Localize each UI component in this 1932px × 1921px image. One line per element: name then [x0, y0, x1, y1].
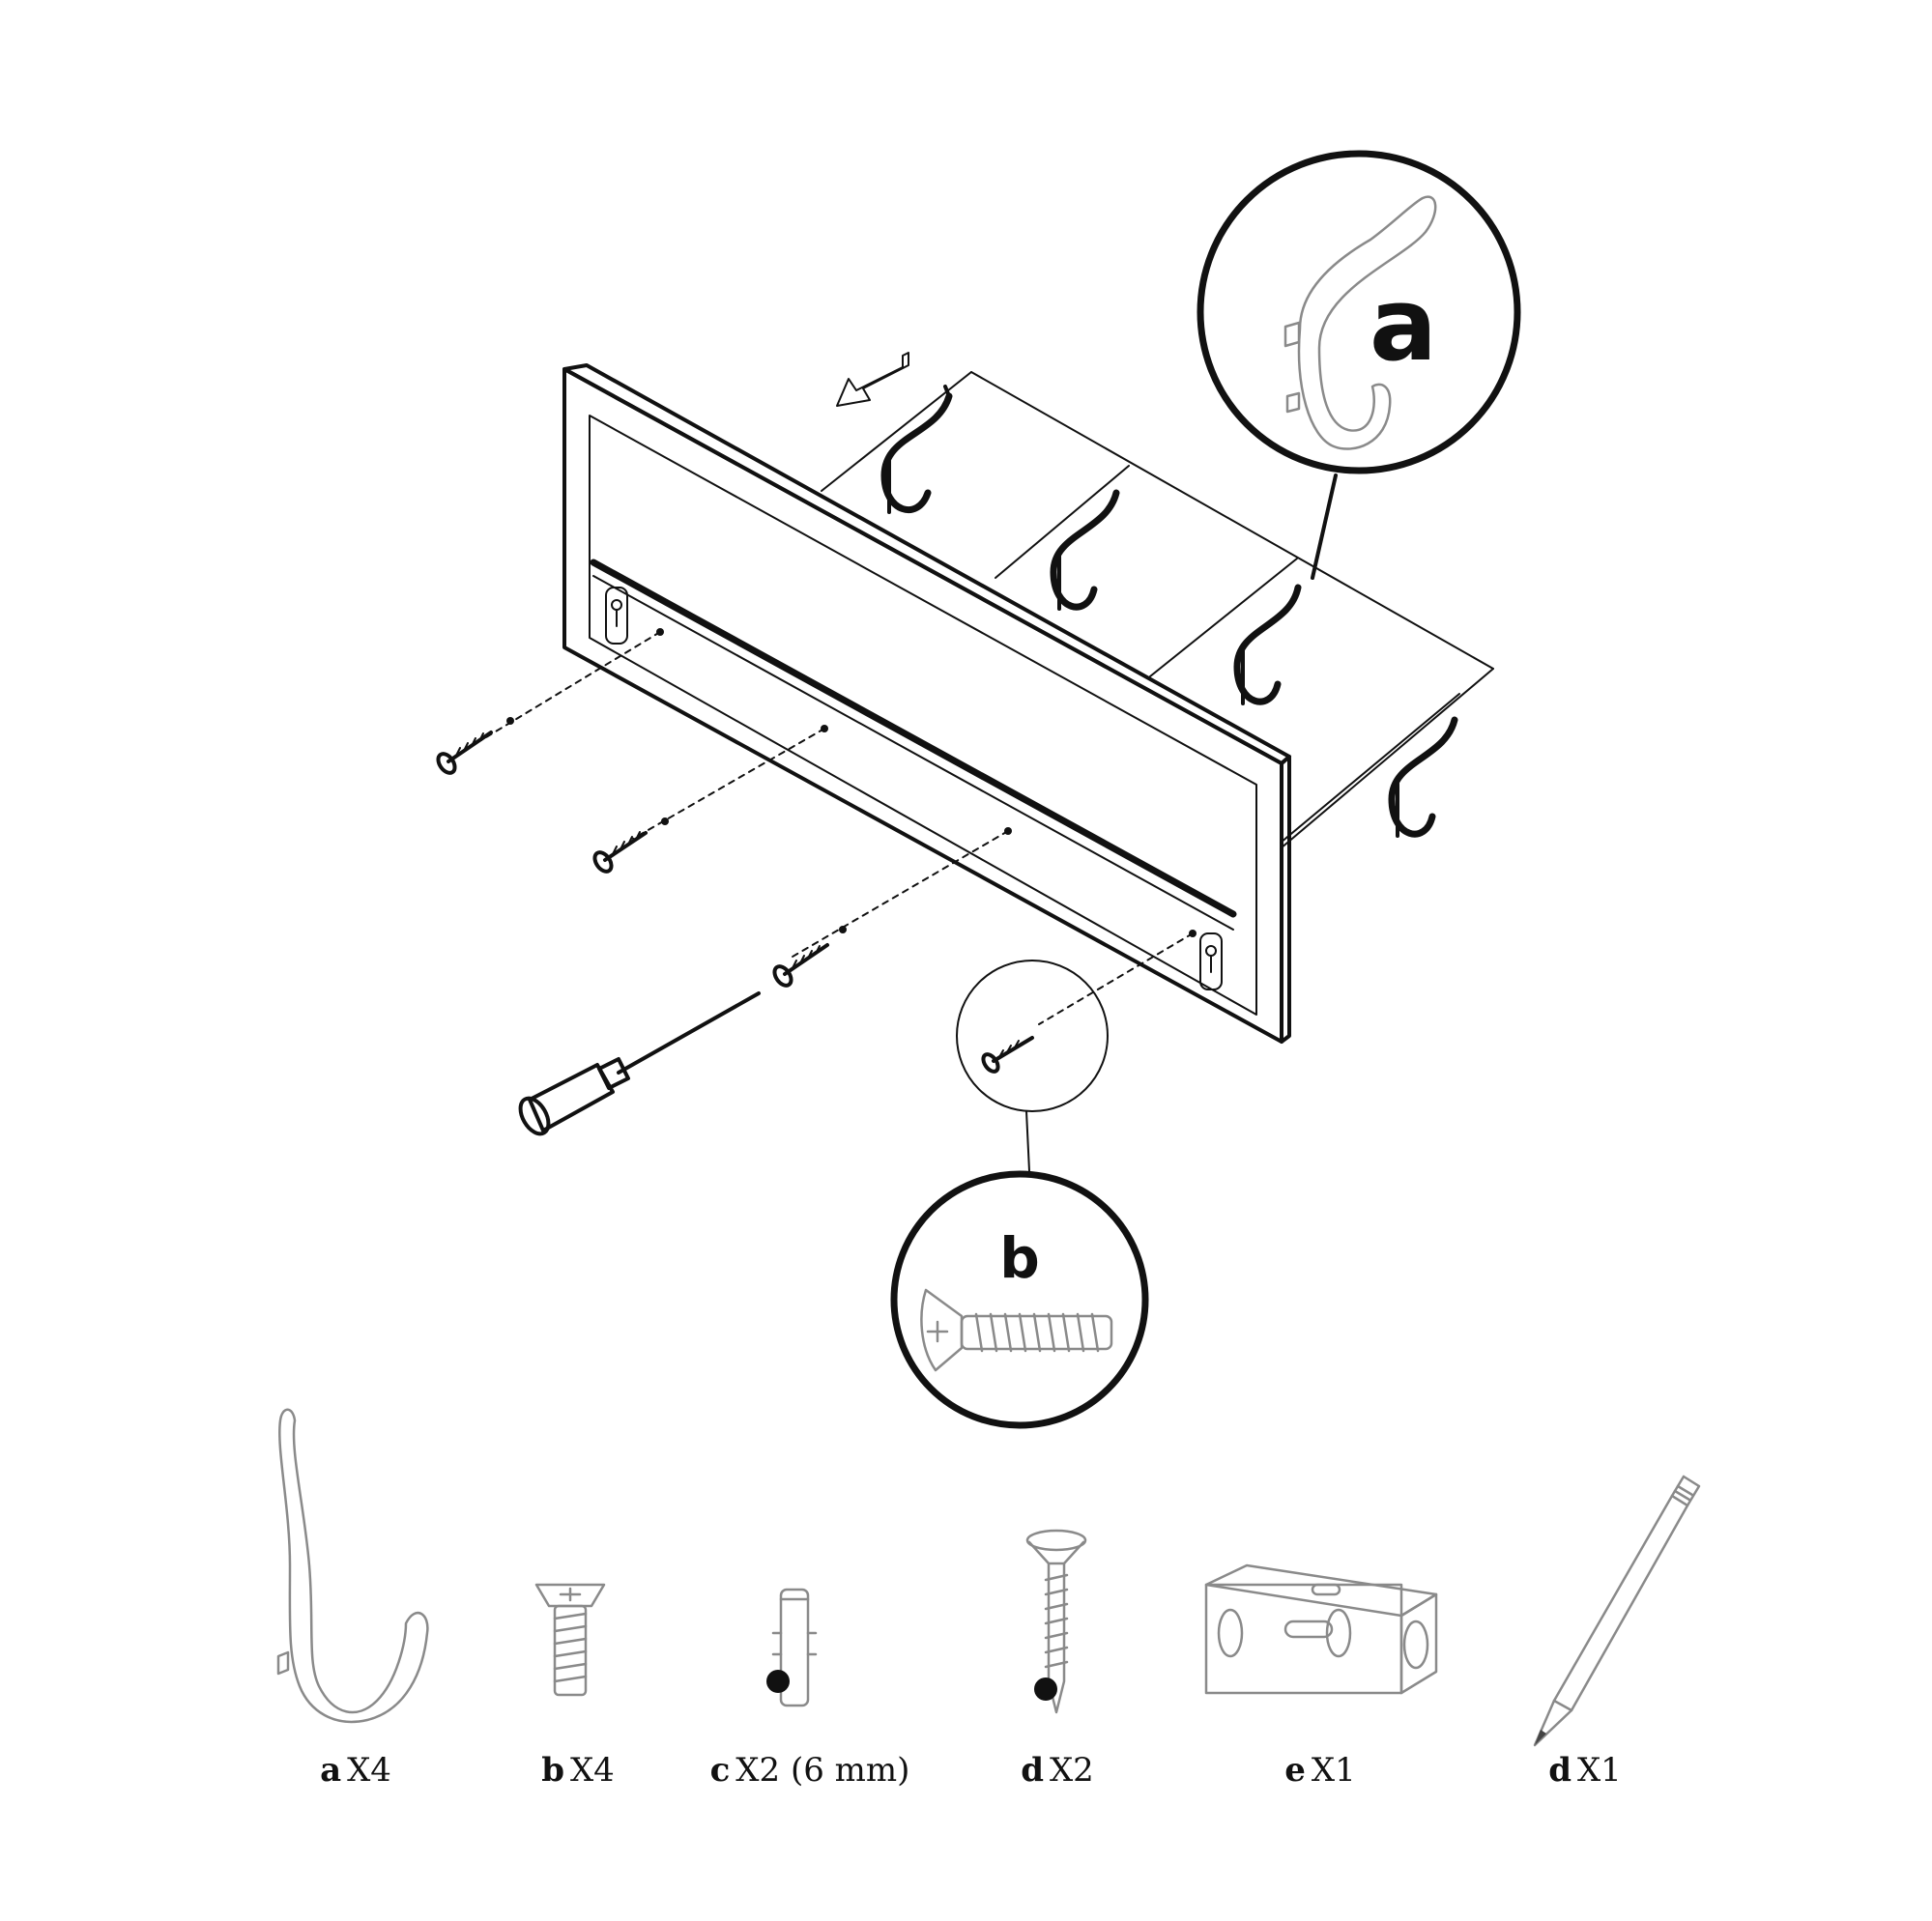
mounted-hook-2	[1050, 489, 1120, 611]
keyhole-bracket-left	[605, 587, 628, 645]
callout-hook: a	[1197, 150, 1521, 580]
hook-guide-lines	[821, 371, 1494, 849]
direction-arrow-icon	[836, 352, 909, 407]
part-icon-pencil	[1533, 1475, 1701, 1747]
screw-3	[772, 943, 829, 988]
screw-2	[592, 831, 648, 874]
mounted-hook-4	[1388, 716, 1458, 838]
rack-board	[562, 363, 1291, 1044]
mounted-hooks	[880, 385, 1458, 838]
mounted-hook-3	[1233, 584, 1302, 705]
part-icon-a	[276, 1408, 429, 1724]
screws-installing	[436, 731, 829, 988]
callout-screw-letter: b	[999, 1225, 1040, 1291]
screw-guides	[480, 631, 1194, 1025]
part-icon-e	[1204, 1563, 1438, 1695]
callout-screw: b	[890, 1170, 1149, 1429]
screw-detail-icon	[920, 1288, 1113, 1372]
screwdriver-icon	[518, 991, 761, 1136]
mounted-hook-1	[880, 385, 953, 514]
callout-hook-letter: a	[1370, 266, 1437, 384]
part-icon-d-screw	[1025, 1529, 1087, 1714]
screw-1	[436, 731, 493, 775]
part-icon-c	[766, 1588, 818, 1707]
keyhole-bracket-right	[1199, 932, 1223, 990]
hook-detail-icon	[1283, 195, 1437, 450]
zoom-circle-small	[956, 960, 1109, 1172]
part-icon-b	[534, 1583, 606, 1697]
